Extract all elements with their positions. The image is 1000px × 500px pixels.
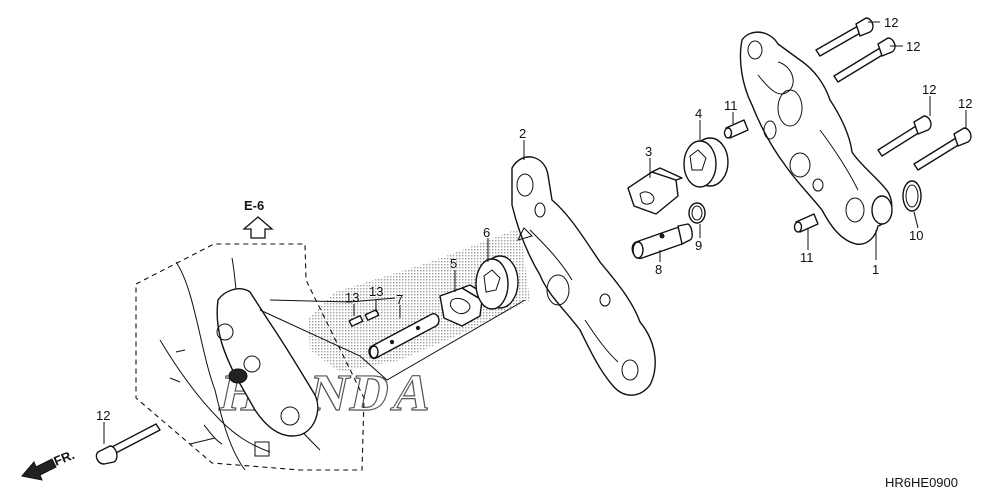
callout-12-a: 12 bbox=[884, 15, 898, 30]
figure-code: HR6HE0900 bbox=[885, 475, 958, 490]
up-arrow-icon bbox=[242, 216, 274, 239]
callout-13-a: 13 bbox=[345, 290, 359, 305]
part-6-outer-rotor bbox=[475, 255, 519, 310]
callout-5: 5 bbox=[450, 256, 457, 271]
front-direction-indicator: FR. bbox=[21, 447, 77, 481]
part-10-o-ring bbox=[902, 180, 922, 212]
callout-1: 1 bbox=[872, 262, 879, 277]
callout-12-b: 12 bbox=[906, 39, 920, 54]
callout-8: 8 bbox=[655, 262, 662, 277]
part-12-bolt-e bbox=[95, 423, 161, 465]
part-13-pins bbox=[348, 309, 380, 327]
callout-7: 7 bbox=[396, 292, 403, 307]
part-11-dowel-lower bbox=[793, 213, 819, 233]
callout-12-c: 12 bbox=[922, 82, 936, 97]
callout-10: 10 bbox=[909, 228, 923, 243]
callout-11-lower: 11 bbox=[800, 250, 814, 265]
part-12-bolt-b bbox=[833, 37, 896, 83]
callout-12-e: 12 bbox=[96, 408, 110, 423]
callout-4: 4 bbox=[695, 106, 702, 121]
part-11-dowel-upper bbox=[723, 119, 749, 139]
callout-12-d: 12 bbox=[958, 96, 972, 111]
part-3-inner-rotor bbox=[627, 167, 683, 215]
callout-6: 6 bbox=[483, 225, 490, 240]
shading-area bbox=[308, 228, 530, 372]
engine-case-detail bbox=[135, 243, 365, 471]
part-9-o-ring bbox=[688, 202, 706, 224]
part-12-bolt-c bbox=[877, 115, 932, 157]
reference-label: E-6 bbox=[244, 198, 264, 213]
part-12-bolt-d bbox=[913, 127, 972, 171]
part-7-pump-shaft bbox=[368, 313, 440, 360]
part-2-pump-plate bbox=[511, 156, 656, 396]
callout-leaders bbox=[103, 21, 967, 444]
part-8-collar bbox=[631, 223, 693, 260]
front-label: FR. bbox=[52, 447, 77, 469]
callout-13-b: 13 bbox=[369, 284, 383, 299]
part-1-pump-body bbox=[739, 31, 893, 245]
callout-3: 3 bbox=[645, 144, 652, 159]
callout-11-upper: 11 bbox=[724, 98, 738, 113]
part-12-bolt-a bbox=[815, 17, 874, 57]
callout-9: 9 bbox=[695, 238, 702, 253]
callout-labels: 1 2 3 4 5 6 7 8 9 10 11 11 12 12 12 12 1… bbox=[96, 15, 972, 423]
part-4-outer-rotor bbox=[683, 137, 729, 188]
alignment-lines bbox=[259, 297, 526, 381]
reference-e6: E-6 bbox=[242, 198, 274, 239]
front-arrow-icon bbox=[21, 458, 57, 481]
callout-2: 2 bbox=[519, 126, 526, 141]
